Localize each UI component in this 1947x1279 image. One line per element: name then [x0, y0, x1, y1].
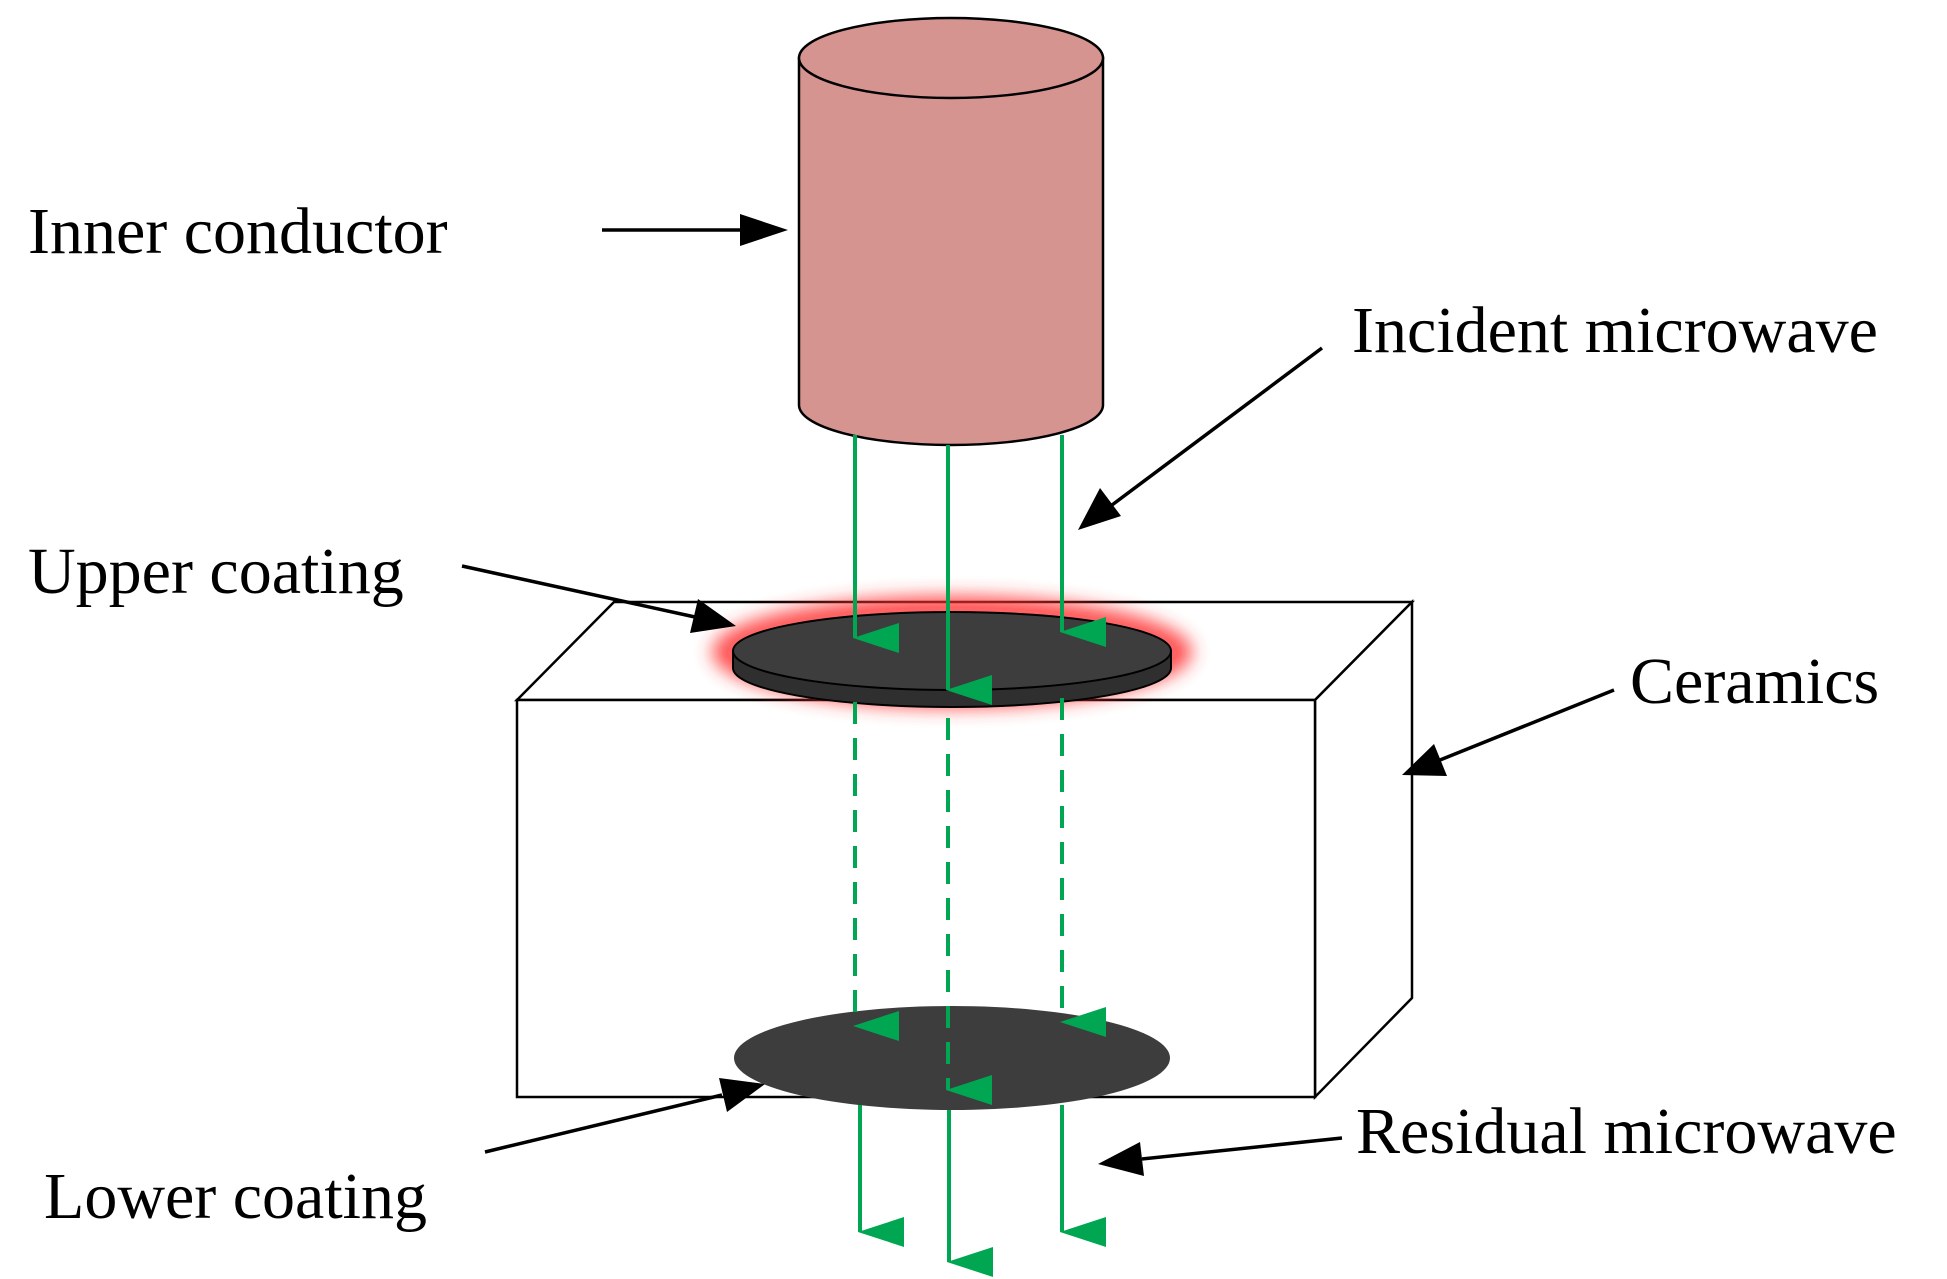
upper-coating-label: Upper coating	[28, 535, 404, 608]
incident-microwave-arrows	[853, 435, 1106, 705]
inner-conductor-label: Inner conductor	[28, 195, 448, 268]
inner-conductor	[797, 16, 1105, 447]
transmitted-microwave-arrows	[853, 698, 1106, 1105]
lower-coating-arrowhead	[719, 1078, 765, 1112]
residual-microwave-arrowhead	[1098, 1142, 1144, 1176]
lower-coating-pointer	[484, 1093, 723, 1154]
lower-coating-label: Lower coating	[44, 1160, 427, 1233]
incident-microwave-arrowhead	[1078, 488, 1121, 530]
lower-coating-disc	[734, 1006, 1170, 1110]
upper-coating-pointer	[461, 564, 696, 619]
upper-coating	[712, 596, 1192, 708]
upper-coating-arrowhead	[690, 599, 736, 633]
incident-microwave-label: Incident microwave	[1352, 294, 1878, 367]
residual-microwave-label: Residual microwave	[1356, 1095, 1897, 1168]
ceramics-label: Ceramics	[1630, 645, 1879, 718]
residual-microwave-pointer	[1141, 1136, 1343, 1161]
inner-conductor-arrowhead	[740, 214, 788, 246]
ceramics-pointer	[1439, 688, 1615, 762]
ceramics-arrowhead	[1402, 744, 1447, 776]
incident-microwave-pointer	[1110, 346, 1324, 507]
residual-microwave-arrows	[858, 1105, 1106, 1277]
pointer-arrows	[461, 214, 1615, 1176]
